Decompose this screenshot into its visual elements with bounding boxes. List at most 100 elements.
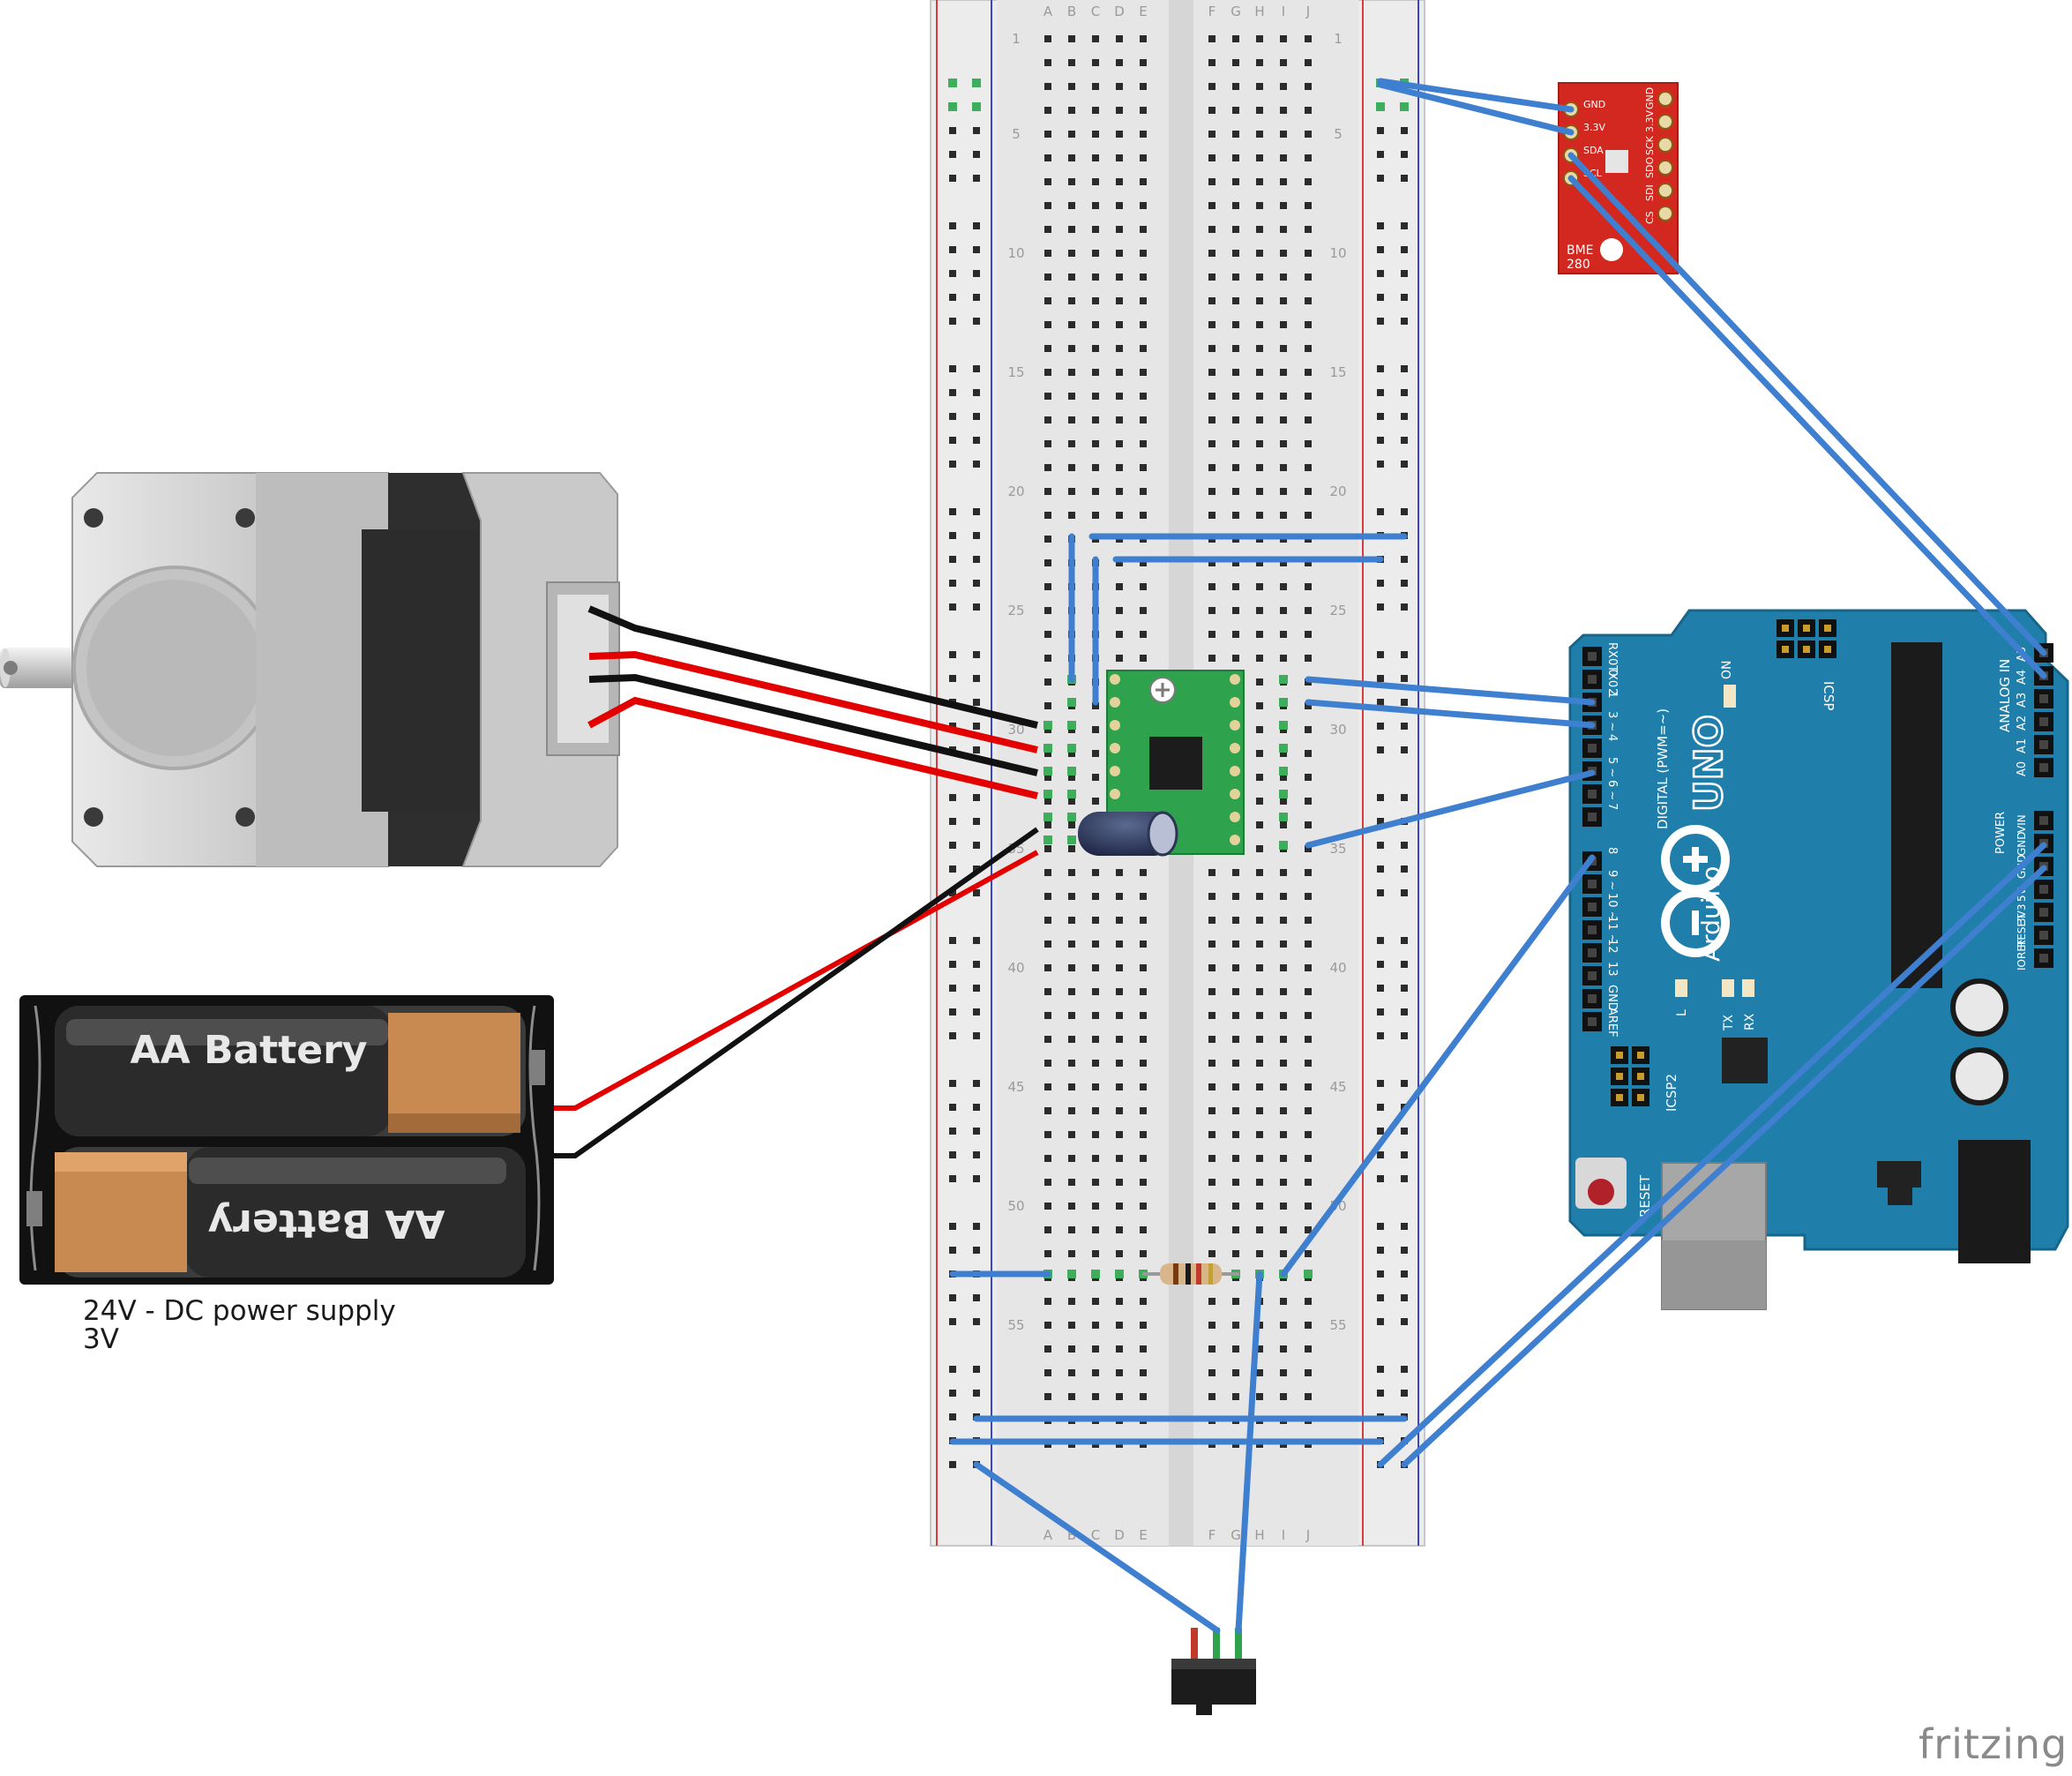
rail-hole bbox=[949, 318, 956, 325]
breadboard-hole bbox=[1068, 1012, 1075, 1019]
rail-hole bbox=[949, 151, 956, 158]
breadboard-hole bbox=[1068, 1179, 1075, 1186]
connected-hole bbox=[1043, 744, 1052, 753]
breadboard-hole bbox=[1068, 488, 1075, 495]
breadboard-hole bbox=[1232, 464, 1239, 471]
column-label: J bbox=[1305, 1527, 1310, 1543]
rail-hole bbox=[949, 794, 956, 801]
column-label: E bbox=[1139, 4, 1147, 19]
resistor bbox=[1142, 1263, 1239, 1285]
breadboard-hole bbox=[1280, 1345, 1287, 1353]
power-pin-label: RESET bbox=[2016, 913, 2028, 948]
breadboard-hole bbox=[1232, 297, 1239, 304]
breadboard-hole bbox=[1256, 369, 1263, 376]
breadboard-hole bbox=[1256, 631, 1263, 638]
power-pin-label: 3V3 bbox=[2016, 904, 2028, 925]
breadboard-hole bbox=[1208, 1226, 1216, 1233]
bme280-pin bbox=[1657, 137, 1673, 153]
column-label: J bbox=[1305, 4, 1310, 19]
breadboard-hole bbox=[1256, 488, 1263, 495]
breadboard-hole bbox=[1092, 488, 1099, 495]
breadboard-hole bbox=[1208, 1393, 1216, 1400]
breadboard-hole bbox=[1305, 321, 1312, 328]
breadboard-hole bbox=[1044, 536, 1051, 543]
rail-hole bbox=[1377, 818, 1384, 825]
rail-hole bbox=[973, 1080, 980, 1087]
rail-hole bbox=[973, 365, 980, 372]
breadboard-hole bbox=[1256, 678, 1263, 686]
rail-hole bbox=[1377, 746, 1384, 753]
on-led bbox=[1724, 685, 1736, 708]
breadboard-hole bbox=[1044, 393, 1051, 400]
breadboard-hole bbox=[1256, 416, 1263, 423]
breadboard-hole bbox=[1140, 607, 1147, 614]
rail-hole bbox=[973, 532, 980, 539]
bme280-pin bbox=[1657, 183, 1673, 199]
breadboard-hole bbox=[1280, 35, 1287, 42]
bme280-name-line1: BME bbox=[1567, 244, 1594, 258]
breadboard-hole bbox=[1044, 821, 1051, 828]
breadboard-hole bbox=[1068, 988, 1075, 995]
digital-pin-label: 5 ~ bbox=[1605, 757, 1619, 777]
breadboard-hole bbox=[1116, 250, 1123, 257]
breadboard-hole bbox=[1256, 559, 1263, 566]
rail-hole bbox=[973, 175, 980, 182]
breadboard-hole bbox=[1068, 35, 1075, 42]
rail-hole bbox=[1377, 985, 1384, 992]
breadboard-hole bbox=[1068, 393, 1075, 400]
breadboard-hole bbox=[1232, 321, 1239, 328]
rail-hole bbox=[973, 603, 980, 611]
rail-hole bbox=[1401, 365, 1408, 372]
breadboard-hole bbox=[1305, 869, 1312, 876]
rail-hole bbox=[949, 246, 956, 253]
breadboard-hole bbox=[1208, 202, 1216, 209]
rail-hole bbox=[949, 222, 956, 229]
rail-hole bbox=[1401, 294, 1408, 301]
rail-hole bbox=[1377, 1128, 1384, 1135]
rail-hole bbox=[1377, 723, 1384, 730]
breadboard-hole bbox=[1068, 416, 1075, 423]
breadboard-hole bbox=[1256, 988, 1263, 995]
breadboard-hole bbox=[1092, 702, 1099, 709]
connected-hole bbox=[1043, 813, 1052, 821]
breadboard-hole bbox=[1140, 1107, 1147, 1114]
rail-hole bbox=[1401, 413, 1408, 420]
breadboard-hole bbox=[1092, 774, 1099, 781]
column-label: D bbox=[1114, 4, 1125, 19]
driver-pin bbox=[1230, 743, 1240, 753]
wire-sda bbox=[1567, 152, 2047, 656]
row-number-label: 10 bbox=[1329, 245, 1346, 261]
breadboard-hole bbox=[1044, 1155, 1051, 1162]
reset-label: RESET bbox=[1637, 1174, 1653, 1218]
breadboard-hole bbox=[1256, 1203, 1263, 1210]
rail-hole bbox=[949, 866, 956, 873]
breadboard-hole bbox=[1044, 202, 1051, 209]
breadboard-hole bbox=[1068, 1107, 1075, 1114]
breadboard-hole bbox=[1044, 226, 1051, 233]
driver-pin bbox=[1110, 674, 1120, 685]
breadboard-hole bbox=[1256, 1345, 1263, 1353]
breadboard-hole bbox=[1092, 369, 1099, 376]
breadboard-hole bbox=[1280, 655, 1287, 662]
breadboard-hole bbox=[1116, 1155, 1123, 1162]
breadboard-hole bbox=[1116, 297, 1123, 304]
breadboard-hole bbox=[1092, 988, 1099, 995]
breadboard-hole bbox=[1068, 845, 1075, 852]
breadboard-hole bbox=[1208, 655, 1216, 662]
driver-pin bbox=[1110, 789, 1120, 799]
connected-hole bbox=[1043, 721, 1052, 730]
breadboard-hole bbox=[1116, 1345, 1123, 1353]
breadboard-hole bbox=[1232, 1083, 1239, 1090]
rail-hole bbox=[1401, 1032, 1408, 1039]
rail-hole bbox=[1401, 1294, 1408, 1301]
breadboard-hole bbox=[1044, 1369, 1051, 1376]
driver-pin bbox=[1110, 697, 1120, 708]
wire-gnd-bme bbox=[1377, 78, 1575, 113]
breadboard-hole bbox=[1044, 131, 1051, 138]
row-number-label: 30 bbox=[1007, 722, 1024, 738]
power-pin-label: VIN bbox=[2016, 814, 2028, 833]
breadboard-hole bbox=[1140, 893, 1147, 900]
rail-hole bbox=[1377, 389, 1384, 396]
breadboard-hole bbox=[1116, 917, 1123, 924]
breadboard-hole bbox=[1305, 607, 1312, 614]
